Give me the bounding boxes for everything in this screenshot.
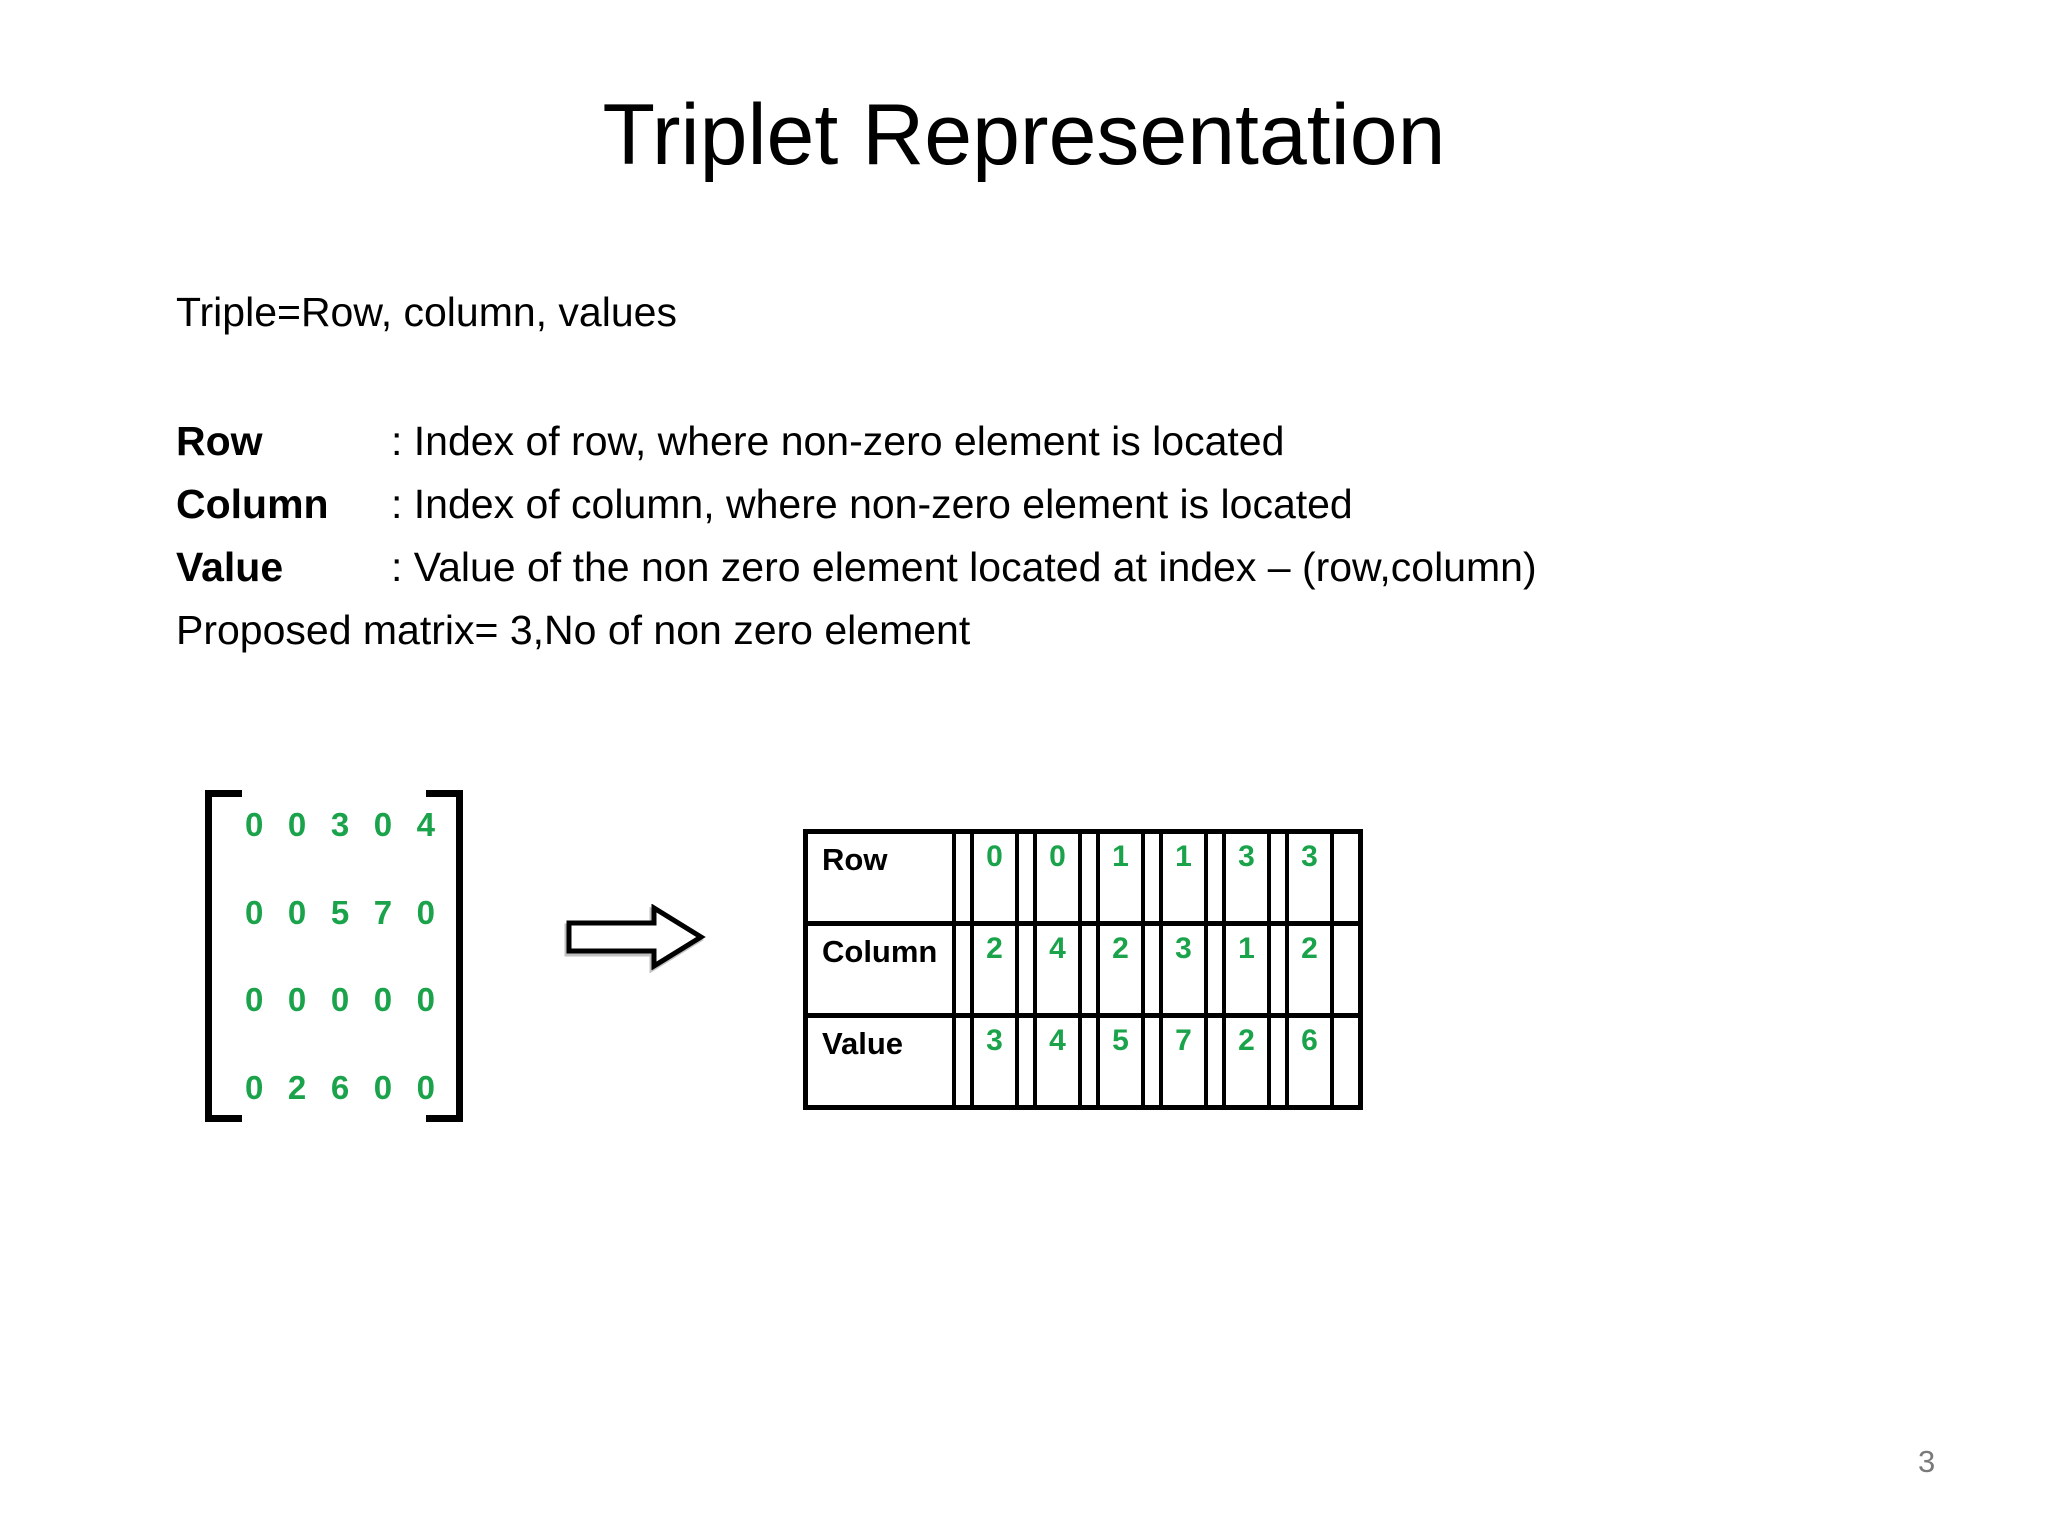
definition-desc: : Index of column, where non-zero elemen… — [391, 481, 1353, 527]
matrix-value: 0 — [373, 806, 393, 843]
table-cell: 7 — [1159, 1018, 1208, 1105]
page-title: Triplet Representation — [602, 87, 1446, 183]
table-cell: 3 — [1285, 834, 1334, 921]
table-cell: 2 — [1222, 1018, 1271, 1105]
table-cell: 2 — [970, 926, 1019, 1013]
table-cell: 4 — [1033, 1018, 1082, 1105]
definition-line: Row : Index of row, where non-zero elemen… — [176, 418, 1537, 481]
matrix-value: 0 — [416, 893, 435, 931]
table-cell: 4 — [1033, 926, 1082, 1013]
table-cell: 3 — [1222, 834, 1271, 921]
matrix-value: 0 — [330, 981, 350, 1019]
matrix-value: 7 — [373, 893, 393, 931]
right-block-arrow-icon — [566, 903, 706, 971]
matrix-left-bracket — [205, 790, 242, 1122]
matrix-value: 0 — [416, 1068, 435, 1106]
matrix-value: 0 — [287, 893, 307, 931]
table-cell: 6 — [1285, 1018, 1334, 1105]
matrix-value: 4 — [416, 806, 435, 843]
proposed-matrix-note: Proposed matrix= 3,No of non zero elemen… — [176, 607, 971, 653]
matrix-value: 0 — [245, 893, 264, 931]
table-cell: 0 — [1033, 834, 1082, 921]
definition-line: Column : Index of column, where non-zero … — [176, 481, 1537, 544]
definition-term: Column — [176, 481, 329, 527]
matrix-value: 5 — [330, 893, 350, 931]
matrix-value: 0 — [287, 806, 307, 843]
matrix-value: 0 — [287, 981, 307, 1019]
table-cell: 1 — [1096, 834, 1145, 921]
table-cell: 3 — [1159, 926, 1208, 1013]
table-cell: 1 — [1222, 926, 1271, 1013]
matrix-right-bracket — [426, 790, 463, 1122]
table-cell: 0 — [970, 834, 1019, 921]
matrix-value: 3 — [330, 806, 350, 843]
matrix-value: 0 — [416, 981, 435, 1019]
definition-term: Value — [176, 544, 284, 590]
definitions: Row : Index of row, where non-zero elemen… — [176, 418, 1537, 607]
table-cell: 1 — [1159, 834, 1208, 921]
matrix-value: 0 — [245, 981, 264, 1019]
matrix-value: 0 — [245, 806, 264, 843]
table-cell: 2 — [1096, 926, 1145, 1013]
matrix-value: 2 — [287, 1068, 307, 1106]
definition-line: Value : Value of the non zero element loc… — [176, 544, 1537, 607]
matrix-value: 0 — [373, 981, 393, 1019]
matrix-value: 0 — [245, 1068, 264, 1106]
table-cell: 3 — [970, 1018, 1019, 1105]
definition-desc: : Value of the non zero element located … — [391, 544, 1537, 590]
table-row-label: Row — [808, 834, 956, 921]
page-number: 3 — [1918, 1444, 1936, 1479]
matrix-value: 6 — [330, 1068, 350, 1106]
definitions-block: Row : Index of row, where non-zero elemen… — [176, 418, 1537, 670]
definition-desc: : Index of row, where non-zero element i… — [391, 418, 1285, 464]
table-row-label: Value — [808, 1018, 956, 1105]
intro-line: Triple=Row, column, values — [176, 289, 677, 335]
table-cell: 5 — [1096, 1018, 1145, 1105]
table-row-label: Column — [808, 926, 956, 1013]
definition-term: Row — [176, 418, 263, 464]
table-cell: 2 — [1285, 926, 1334, 1013]
matrix-value: 0 — [373, 1068, 393, 1106]
